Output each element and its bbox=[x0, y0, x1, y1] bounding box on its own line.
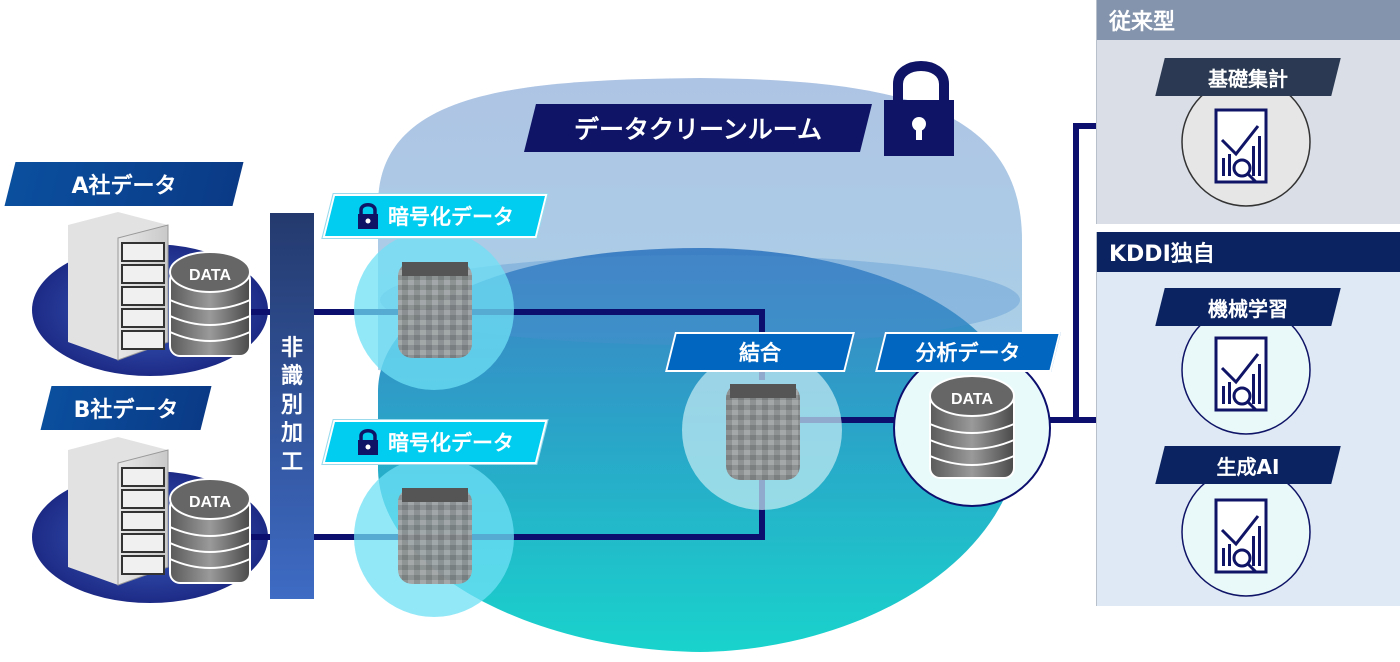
panel-conventional-header: 従来型 bbox=[1097, 0, 1400, 40]
deid-char: 工 bbox=[280, 449, 303, 475]
database-icon-analysis: DATA bbox=[929, 375, 1015, 479]
padlock-icon bbox=[884, 61, 954, 156]
deid-char: 別 bbox=[280, 392, 303, 418]
company-a-label: A社データ bbox=[4, 162, 244, 206]
server-rack-icon bbox=[68, 437, 169, 586]
database-icon-b: DATA bbox=[169, 478, 251, 584]
output-generative-ai: 生成AI bbox=[1155, 446, 1341, 484]
output-basic-aggregation: 基礎集計 bbox=[1155, 58, 1341, 96]
pixelated-db-icon bbox=[398, 262, 472, 358]
panel-kddi-header: KDDI独自 bbox=[1097, 232, 1400, 272]
encrypted-label-2: 暗号化データ bbox=[322, 420, 548, 464]
deid-char: 識 bbox=[280, 364, 303, 390]
svg-text:DATA: DATA bbox=[189, 494, 232, 511]
svg-text:DATA: DATA bbox=[189, 267, 232, 284]
analysis-label: 分析データ bbox=[875, 332, 1061, 372]
pixelated-db-icon bbox=[726, 384, 800, 480]
encrypted-label-1: 暗号化データ bbox=[322, 194, 548, 238]
deidentification-bar: 非 識 別 加 工 bbox=[270, 213, 314, 599]
server-rack-icon bbox=[68, 212, 169, 361]
pixelated-db-icon bbox=[398, 488, 472, 584]
deid-char: 非 bbox=[280, 335, 303, 361]
output-machine-learning: 機械学習 bbox=[1155, 288, 1341, 326]
panel-conventional: 従来型 bbox=[1096, 0, 1400, 224]
lock-icon bbox=[358, 429, 378, 455]
lock-icon bbox=[358, 203, 378, 229]
company-b-label: B社データ bbox=[40, 386, 212, 430]
clean-room-title: データクリーンルーム bbox=[524, 104, 872, 152]
join-label: 結合 bbox=[665, 332, 855, 372]
svg-text:DATA: DATA bbox=[951, 391, 994, 408]
database-icon-a: DATA bbox=[169, 251, 251, 357]
deid-char: 加 bbox=[280, 421, 303, 447]
